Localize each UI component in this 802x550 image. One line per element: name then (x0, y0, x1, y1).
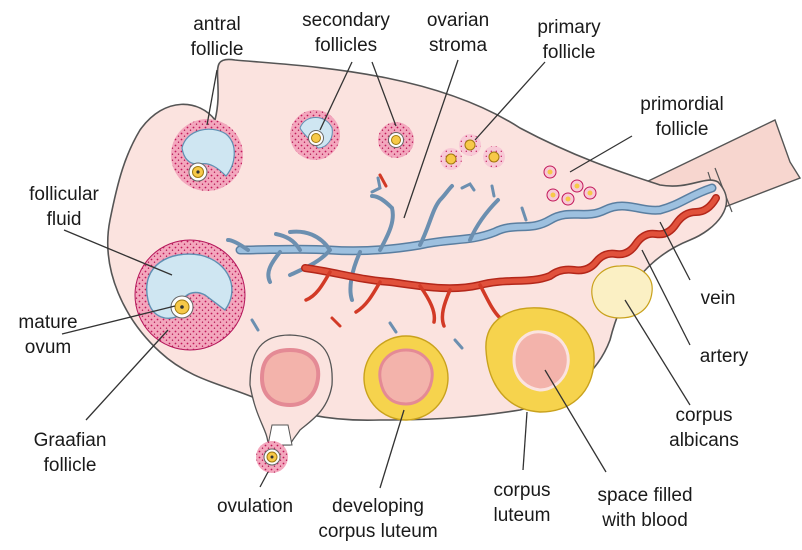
label-line: follicle (191, 37, 244, 62)
label-corpus-luteum: corpus luteum (493, 478, 550, 528)
antral-follicle (171, 119, 243, 191)
label-line: secondary (302, 8, 390, 33)
label-vein: vein (701, 286, 736, 311)
label-line: antral (191, 12, 244, 37)
label-artery: artery (700, 344, 749, 369)
label-line: follicle (34, 453, 107, 478)
developing-corpus-luteum (364, 336, 448, 420)
label-line: space filled (597, 483, 692, 508)
label-line: follicle (640, 117, 723, 142)
label-line: mature (18, 310, 77, 335)
label-line: ovum (18, 335, 77, 360)
label-ovulation: ovulation (217, 494, 293, 519)
label-ovarian-stroma: ovarian stroma (427, 8, 489, 58)
label-primary-follicle: primary follicle (537, 15, 600, 65)
label-secondary-follicles: secondary follicles (302, 8, 390, 58)
label-corpus-albicans: corpus albicans (669, 403, 739, 453)
label-line: follicle (537, 40, 600, 65)
ovulation-site (250, 335, 332, 473)
corpus-albicans (592, 266, 652, 318)
label-line: albicans (669, 428, 739, 453)
label-follicular-fluid: follicular fluid (29, 182, 99, 232)
label-line: Graafian (34, 428, 107, 453)
secondary-follicle-1 (290, 110, 340, 160)
label-line: primordial (640, 92, 723, 117)
label-line: ovarian (427, 8, 489, 33)
label-line: fluid (29, 207, 99, 232)
label-developing-corpus-luteum: developing corpus luteum (318, 494, 437, 544)
label-space-filled-with-blood: space filled with blood (597, 483, 692, 533)
label-line: with blood (597, 508, 692, 533)
label-line: luteum (493, 503, 550, 528)
label-line: vein (701, 286, 736, 311)
label-line: follicles (302, 33, 390, 58)
label-graafian-follicle: Graafian follicle (34, 428, 107, 478)
label-line: corpus (493, 478, 550, 503)
label-primordial-follicle: primordial follicle (640, 92, 723, 142)
label-line: corpus (669, 403, 739, 428)
graafian-follicle (135, 240, 245, 350)
secondary-follicle-2 (378, 122, 414, 158)
label-line: developing (318, 494, 437, 519)
label-line: primary (537, 15, 600, 40)
label-line: stroma (427, 33, 489, 58)
label-line: corpus luteum (318, 519, 437, 544)
label-line: ovulation (217, 494, 293, 519)
label-line: artery (700, 344, 749, 369)
label-antral-follicle: antral follicle (191, 12, 244, 62)
label-line: follicular (29, 182, 99, 207)
label-mature-ovum: mature ovum (18, 310, 77, 360)
